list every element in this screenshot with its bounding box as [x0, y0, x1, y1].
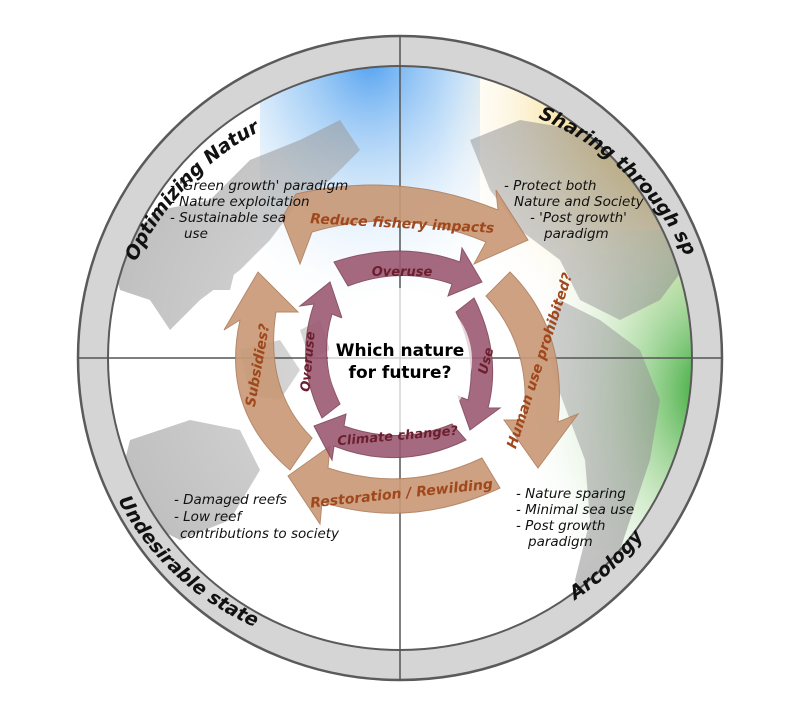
inner-arrow-bottom [313, 413, 467, 462]
note-line: - 'Green growth' paradigm [170, 178, 348, 194]
notes-top-right: - Protect both Nature and Society - 'Pos… [504, 178, 645, 242]
inner-arrow-left [298, 281, 343, 419]
note-line: - Post growth [516, 518, 605, 534]
inner-arrow-top [333, 246, 483, 297]
outer-arrow-top [281, 184, 529, 266]
outer-cycle [223, 184, 580, 526]
inner-label-left: Overuse [298, 331, 318, 393]
note-line: - Damaged reefs [174, 492, 287, 508]
center-hole [328, 288, 472, 432]
outer-arrow-left [223, 271, 313, 471]
center-title-line1: Which nature [336, 341, 465, 361]
note-line: - Low reef [174, 509, 243, 525]
outer-arrow-bottom [287, 444, 501, 526]
notes-bottom-left: - Damaged reefs - Low reef contributions… [174, 492, 340, 542]
note-line: - Protect both [504, 178, 596, 194]
center-title-line2: for future? [349, 363, 452, 383]
note-line: Nature and Society [514, 194, 645, 210]
notes-top-left: - 'Green growth' paradigm - Nature explo… [170, 178, 348, 242]
inner-label-top: Overuse [372, 265, 433, 280]
note-line: use [184, 226, 208, 242]
note-line: paradigm [543, 226, 609, 242]
inner-label-right: Use [476, 346, 498, 376]
note-line: paradigm [527, 534, 593, 550]
note-line: - Nature exploitation [170, 194, 310, 210]
inner-cycle [298, 246, 502, 462]
note-line: - Minimal sea use [516, 502, 634, 518]
note-line: contributions to society [180, 526, 340, 542]
notes-bottom-right: - Nature sparing - Minimal sea use - Pos… [516, 486, 634, 550]
note-line: - Sustainable sea [170, 210, 286, 226]
outer-arrow-right [485, 271, 580, 469]
note-line: - Nature sparing [516, 486, 626, 502]
note-line: - 'Post growth' [530, 210, 627, 226]
